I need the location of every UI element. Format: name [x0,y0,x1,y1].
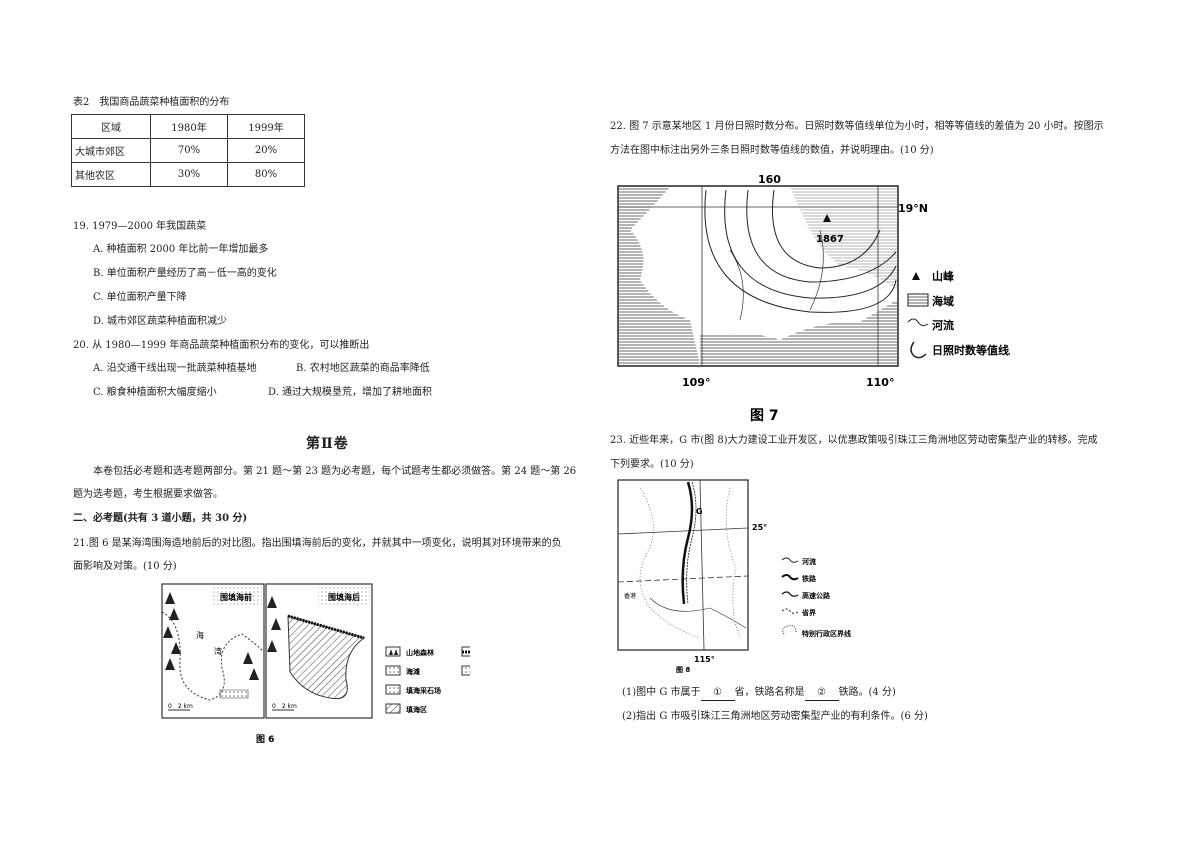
fig6-scale-after: 0 2 km [272,703,297,710]
q23-sub1-text-a: (1)图中 G 市属于 [622,687,701,698]
q19-option-b: B. 单位面积产量经历了高－低一高的变化 [93,268,277,279]
fig8-legend: 河流 铁路 高速公路 省界 特别行政区界线 [781,557,851,638]
fig6-legend: 山地森林 大堤 海滩 湿地 填海采石场 填海区 [385,646,470,714]
peak-icon [912,272,920,280]
fig7-isoline-value: 160 [758,173,781,186]
fig6-sea-char-2: 湾 [214,646,222,656]
q22-line1: 22. 图 7 示意某地区 1 月份日照时数分布。日照时数等值线单位为小时，相等… [610,121,1104,132]
fig8-latitude: 25° [752,523,767,532]
legend-label: 海域 [932,294,954,308]
legend-label: 河流 [802,557,816,566]
railway-icon [781,574,799,581]
q20-option-a: A. 沿交通干线出现一批蔬菜种植基地 [93,363,257,374]
fig6-caption: 图 6 [256,734,274,745]
forest-icon [267,596,281,652]
q23-blank-1: ① [700,686,735,701]
legend-label: 日照时数等值线/h [932,343,1010,357]
sar-border-icon [782,625,797,635]
section-intro-line1: 本卷包括必考题和选考题两部分。第 21 题～第 23 题为必考题，每个试题考生都… [93,466,577,477]
table-cell: 80% [227,162,305,187]
table-header-cell: 1980年 [150,114,228,139]
table-cell: 其他农区 [71,162,151,187]
table-row: 大城市郊区 70% 20% [71,138,305,163]
fig6-after-label: 围填海后 [328,592,360,602]
q23-sub1-text-e: 铁路。(4 分) [838,687,896,698]
legend-label: 省界 [801,608,817,617]
q19-option-a: A. 种植面积 2000 年比前一年增加最多 [93,244,269,255]
section-subheading: 二、必考题(共有 3 道小题，共 30 分) [73,513,248,524]
river-icon [907,318,929,327]
fig7-caption: 图 7 [750,408,779,424]
fig7-lon-left: 109° [682,376,710,389]
table-cell: 30% [150,162,228,187]
legend-label: 填海采石场 [406,686,441,695]
fig6-scale-before: 0 2 km [168,703,193,710]
q23-sub2: (2)指出 G 市吸引珠江三角洲地区劳动密集型产业的有利条件。(6 分) [622,711,928,722]
table-cell: 大城市郊区 [71,138,151,163]
figure-6-bay-map: 围填海前 海 湾 0 2 km 围填海后 0 2 km 图 6 山地森林 大堤 … [161,583,470,745]
province-border-icon [781,608,799,614]
legend-label: 海滩 [406,667,420,676]
fig6-sea-char-1: 海 [196,630,204,640]
legend-label: 河流 [932,318,954,332]
fig6-before-label: 围填海前 [220,592,252,602]
table-row: 其他农区 30% 80% [71,162,305,187]
figure-7-sunshine-map: 160 19°N 1867 109° 110° 图 7 山峰 海域 河流 日照时… [617,173,1010,424]
legend-label: 山地森林 [406,648,435,657]
figure-8-g-city-map: 25° 115° G 香港 图 8 河流 铁路 高速公路 省界 特别行政区界线 [617,479,851,674]
legend-label: 山峰 [932,269,955,283]
table-cell: 70% [150,138,228,163]
fig7-legend: 山峰 海域 河流 日照时数等值线/h [907,269,1010,359]
q19-option-d: D. 城市郊区蔬菜种植面积减少 [93,316,228,327]
legend-label: 填海区 [406,705,427,714]
isoline-icon [910,341,927,359]
fig7-lon-right: 110° [866,376,894,389]
q23-blank-2: ② [804,686,839,701]
table-cell: 20% [227,138,305,163]
q23-sub1-text-c: 省，铁路名称是 [734,687,805,698]
section-heading: 第Ⅱ卷 [306,436,349,452]
fig8-caption: 图 8 [676,665,690,674]
q23-line1: 23. 近些年来，G 市(图 8)大力建设工业开发区，以优惠政策吸引珠江三角洲地… [610,435,1098,446]
fig7-latitude: 19°N [898,202,928,215]
table-header-cell: 区域 [71,114,151,139]
legend-label: 铁路 [802,574,817,583]
table-title: 表2 我国商品蔬菜种植面积的分布 [73,97,230,108]
q23-line2: 下列要求。(10 分) [610,459,694,470]
vegetable-area-table: 区域 1980年 1999年 大城市郊区 70% 20% 其他农区 30% 80… [71,114,305,187]
section-intro-line2: 题为选考题，考生根据要求做答。 [73,489,223,500]
fig8-longitude: 115° [694,655,715,664]
q21-line2: 面影响及对策。(10 分) [73,561,177,572]
q20-stem: 20. 从 1980—1999 年商品蔬菜种植面积分布的变化，可以推断出 [73,340,370,351]
q20-option-b: B. 农村地区蔬菜的商品率降低 [296,363,430,374]
fig8-city-label: G [696,507,703,516]
fig8-place-label: 香港 [624,592,636,600]
legend-label: 特别行政区界线 [802,629,851,638]
river-icon [781,557,799,563]
peak-icon [823,214,831,222]
forest-icon [163,592,259,680]
legend-label: 高速公路 [802,591,831,600]
q22-line2: 方法在图中标注出另外三条日照时数等值线的数值，并说明理由。(10 分) [610,145,934,156]
q19-stem: 19. 1979—2000 年我国蔬菜 [73,221,207,232]
q19-option-c: C. 单位面积产量下降 [93,292,187,303]
highway-icon [781,591,799,597]
q21-line1: 21.图 6 是某海湾围海造地前后的对比图。指出围填海前后的变化，并就其中一项变… [73,538,562,549]
table-header-cell: 1999年 [227,114,305,139]
table-header-row: 区域 1980年 1999年 [71,114,305,139]
q20-option-c: C. 粮食种植面积大幅度缩小 [93,387,217,398]
fig7-peak-elevation: 1867 [816,234,844,245]
q20-option-d: D. 通过大规模垦荒，增加了耕地面积 [268,387,433,398]
